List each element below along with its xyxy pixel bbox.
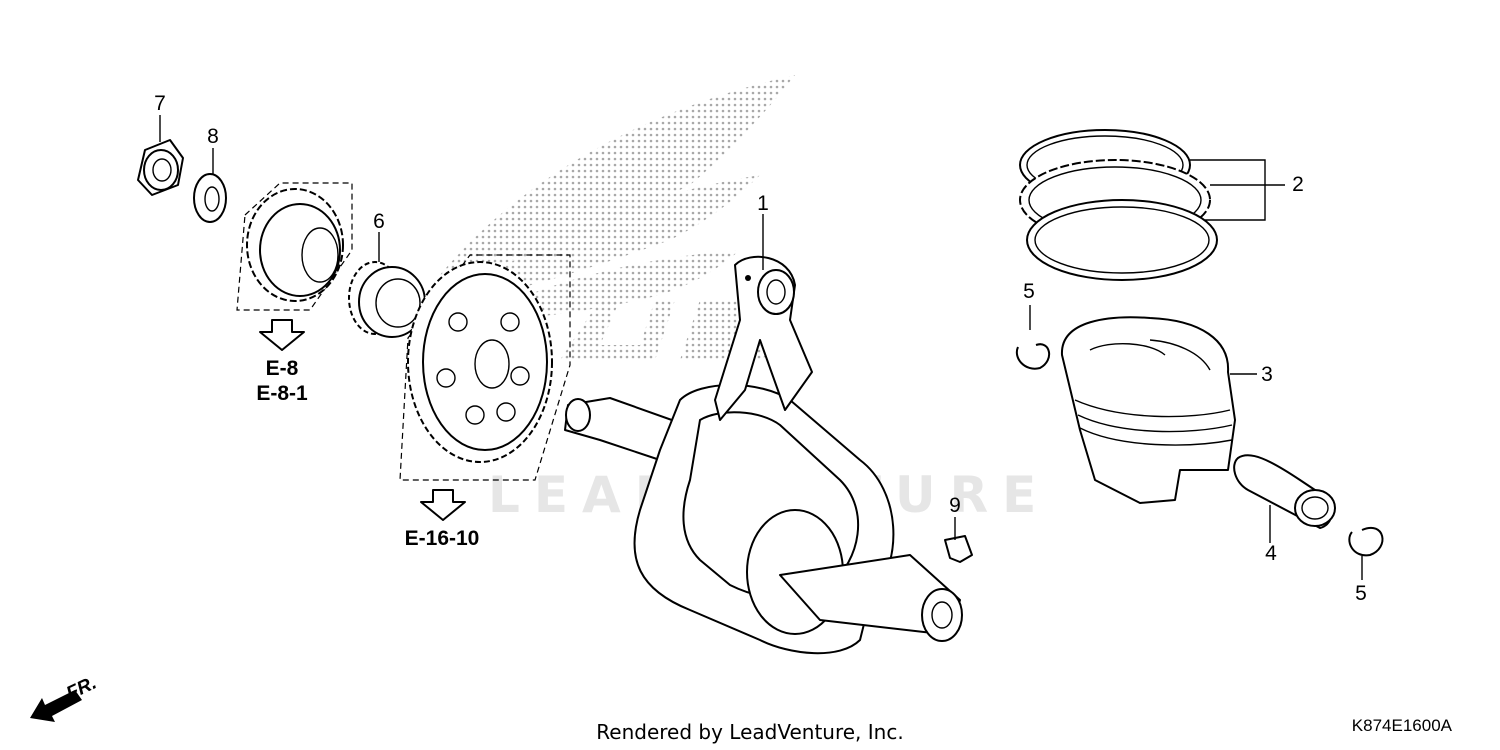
callout-8: 8 — [207, 125, 219, 148]
piston-ring-set[interactable] — [1019, 129, 1218, 281]
washer[interactable] — [193, 173, 227, 223]
ref-e8-1: E-8-1 — [256, 382, 308, 405]
needle-bearing[interactable] — [348, 261, 426, 338]
callout-2: 2 — [1292, 173, 1304, 196]
callout-6: 6 — [373, 210, 385, 233]
footer-credit: Rendered by LeadVenture, Inc. — [596, 720, 903, 744]
callout-5-right: 5 — [1355, 582, 1367, 605]
callout-5-left: 5 — [1023, 280, 1035, 303]
diagram-code: K874E1600A — [1352, 716, 1453, 735]
balancer-gear-outline — [399, 254, 571, 481]
ref-e8: E-8 — [266, 357, 299, 380]
reference-arrow-e16-10 — [420, 489, 466, 521]
ref-e16-10: E-16-10 — [405, 527, 480, 550]
lock-nut[interactable] — [137, 139, 184, 196]
callout-9: 9 — [949, 494, 961, 517]
primary-drive-gear — [246, 188, 344, 302]
reference-arrow-e8 — [259, 319, 305, 351]
front-direction-arrow: FR. — [30, 673, 100, 722]
callout-3: 3 — [1261, 363, 1273, 386]
balancer-gear — [407, 261, 553, 463]
piston-pin[interactable] — [1233, 454, 1336, 529]
pin-clip-right[interactable] — [1348, 526, 1384, 557]
callout-7: 7 — [154, 92, 166, 115]
primary-gear-outline — [236, 182, 353, 311]
callout-4: 4 — [1265, 542, 1277, 565]
piston[interactable] — [1060, 316, 1236, 504]
pin-clip-left[interactable] — [1015, 343, 1051, 370]
crankshaft[interactable] — [564, 255, 963, 655]
callout-1: 1 — [757, 192, 769, 215]
woodruff-key[interactable] — [944, 535, 973, 563]
